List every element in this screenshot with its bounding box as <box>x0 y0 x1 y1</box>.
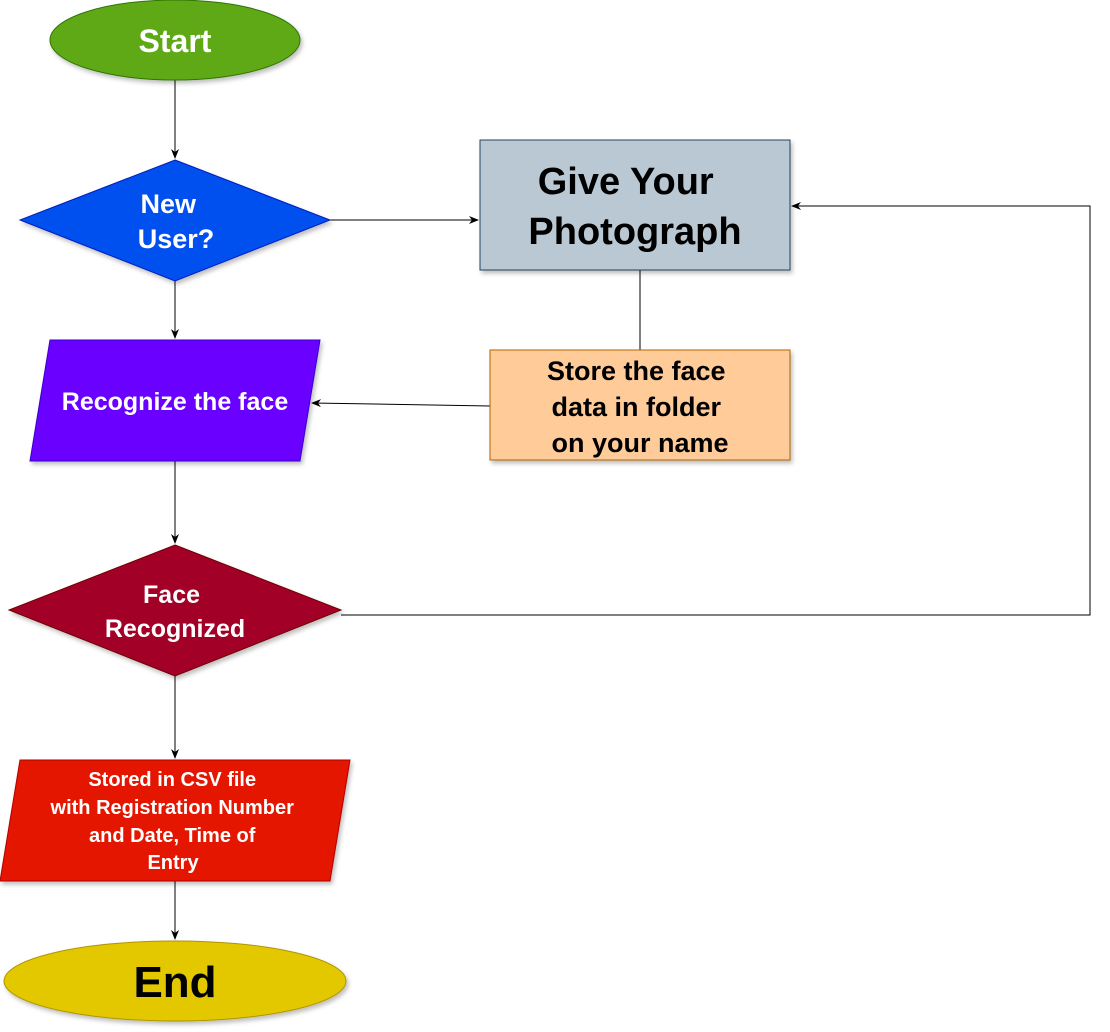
csv-storage-io: Stored in CSV file with Registration Num… <box>0 759 351 882</box>
store-face-label: Store the face data in folder on your na… <box>547 356 733 458</box>
give-photograph-label: Give Your Photograph <box>528 161 741 253</box>
new-user-shape <box>18 159 332 282</box>
end-terminator: End <box>3 940 347 1022</box>
give-photograph-process: Give Your Photograph <box>479 139 791 271</box>
recognize-face-label: Recognize the face <box>62 388 289 416</box>
new-user-label: New User? <box>138 189 215 254</box>
face-recognized-shape <box>7 544 343 677</box>
csv-storage-shape <box>0 759 351 882</box>
end-label: End <box>133 958 216 1007</box>
end-shape <box>3 940 347 1022</box>
start-terminator: Start <box>49 0 301 81</box>
store-face-process: Store the face data in folder on your na… <box>489 349 791 461</box>
store-face-shape <box>489 349 791 461</box>
csv-storage-label: Stored in CSV file with Registration Num… <box>50 769 300 874</box>
start-shape <box>49 0 301 81</box>
recognize-face-shape <box>29 339 321 462</box>
start-label: Start <box>139 23 212 59</box>
connector-store-to-recognize <box>311 399 491 408</box>
new-user-decision: New User? <box>18 159 332 282</box>
face-recognized-label: Face Recognized <box>105 581 245 643</box>
give-photograph-shape <box>479 139 791 271</box>
connectors <box>171 80 1091 940</box>
recognize-face-io: Recognize the face <box>29 339 321 462</box>
connector-face-recognized-to-photograph <box>341 202 1091 616</box>
face-recognized-decision: Face Recognized <box>7 544 343 677</box>
